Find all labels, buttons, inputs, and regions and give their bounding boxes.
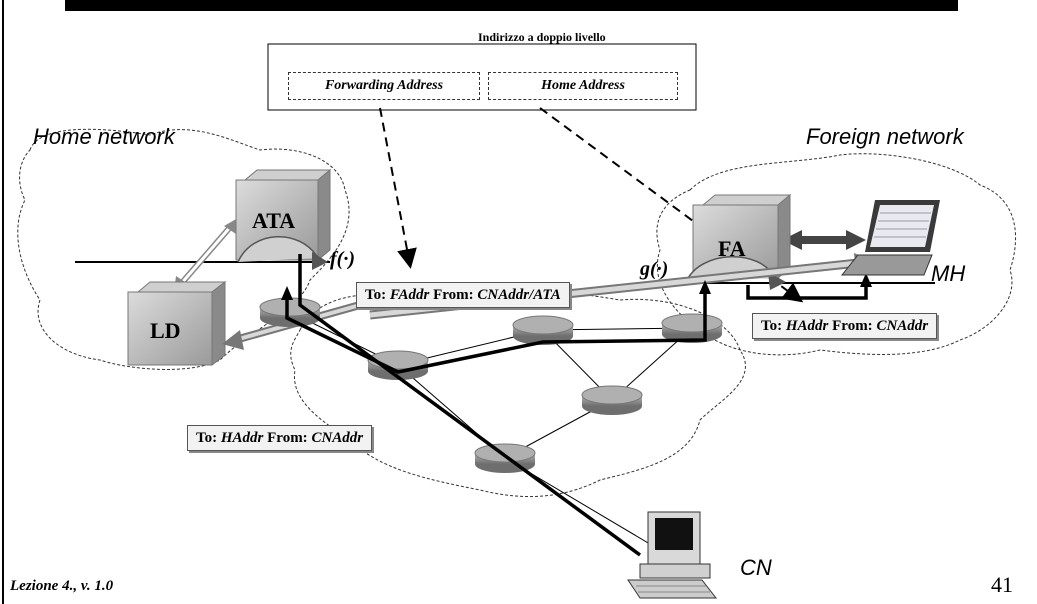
router-5: [581, 385, 643, 415]
tunnel-packet-label: To: FAddr From: CNAddr/ATA: [356, 282, 570, 308]
foreign-network-cloud: [656, 153, 1016, 356]
top-rule: [65, 0, 958, 11]
f-function-arc: [237, 235, 319, 263]
home-pointer-arrow: [539, 107, 804, 303]
page-number: 41: [991, 572, 1013, 597]
fa-label: FA: [718, 236, 746, 261]
ata-label: ATA: [252, 208, 296, 233]
router-6: [474, 443, 536, 473]
ld-node-shape: [127, 280, 227, 367]
laptop-icon: [840, 200, 940, 276]
home-network-label: Home network: [33, 124, 175, 149]
router-4: [661, 313, 723, 343]
foreign-network-label: Foreign network: [806, 124, 964, 149]
lecture-footer: Lezione 4., v. 1.0: [10, 578, 114, 594]
mh-label: MH: [931, 261, 966, 286]
original-packet-label: To: HAddr From: CNAddr: [187, 425, 373, 451]
cn-label: CN: [740, 555, 772, 580]
forwarding-address-cell: Forwarding Address: [288, 72, 480, 100]
g-function-label: g(·): [640, 258, 669, 280]
forwarding-pointer-arrow: [379, 107, 417, 269]
address-box-title: Indirizzo a doppio livello: [478, 30, 606, 44]
f-function-label: f(·): [330, 248, 355, 270]
home-address-cell: Home Address: [488, 72, 678, 100]
ld-label: LD: [150, 318, 181, 343]
packet-route: [285, 254, 868, 557]
delivered-packet-label: To: HAddr From: CNAddr: [752, 313, 938, 339]
desktop-computer-icon: [627, 511, 718, 599]
